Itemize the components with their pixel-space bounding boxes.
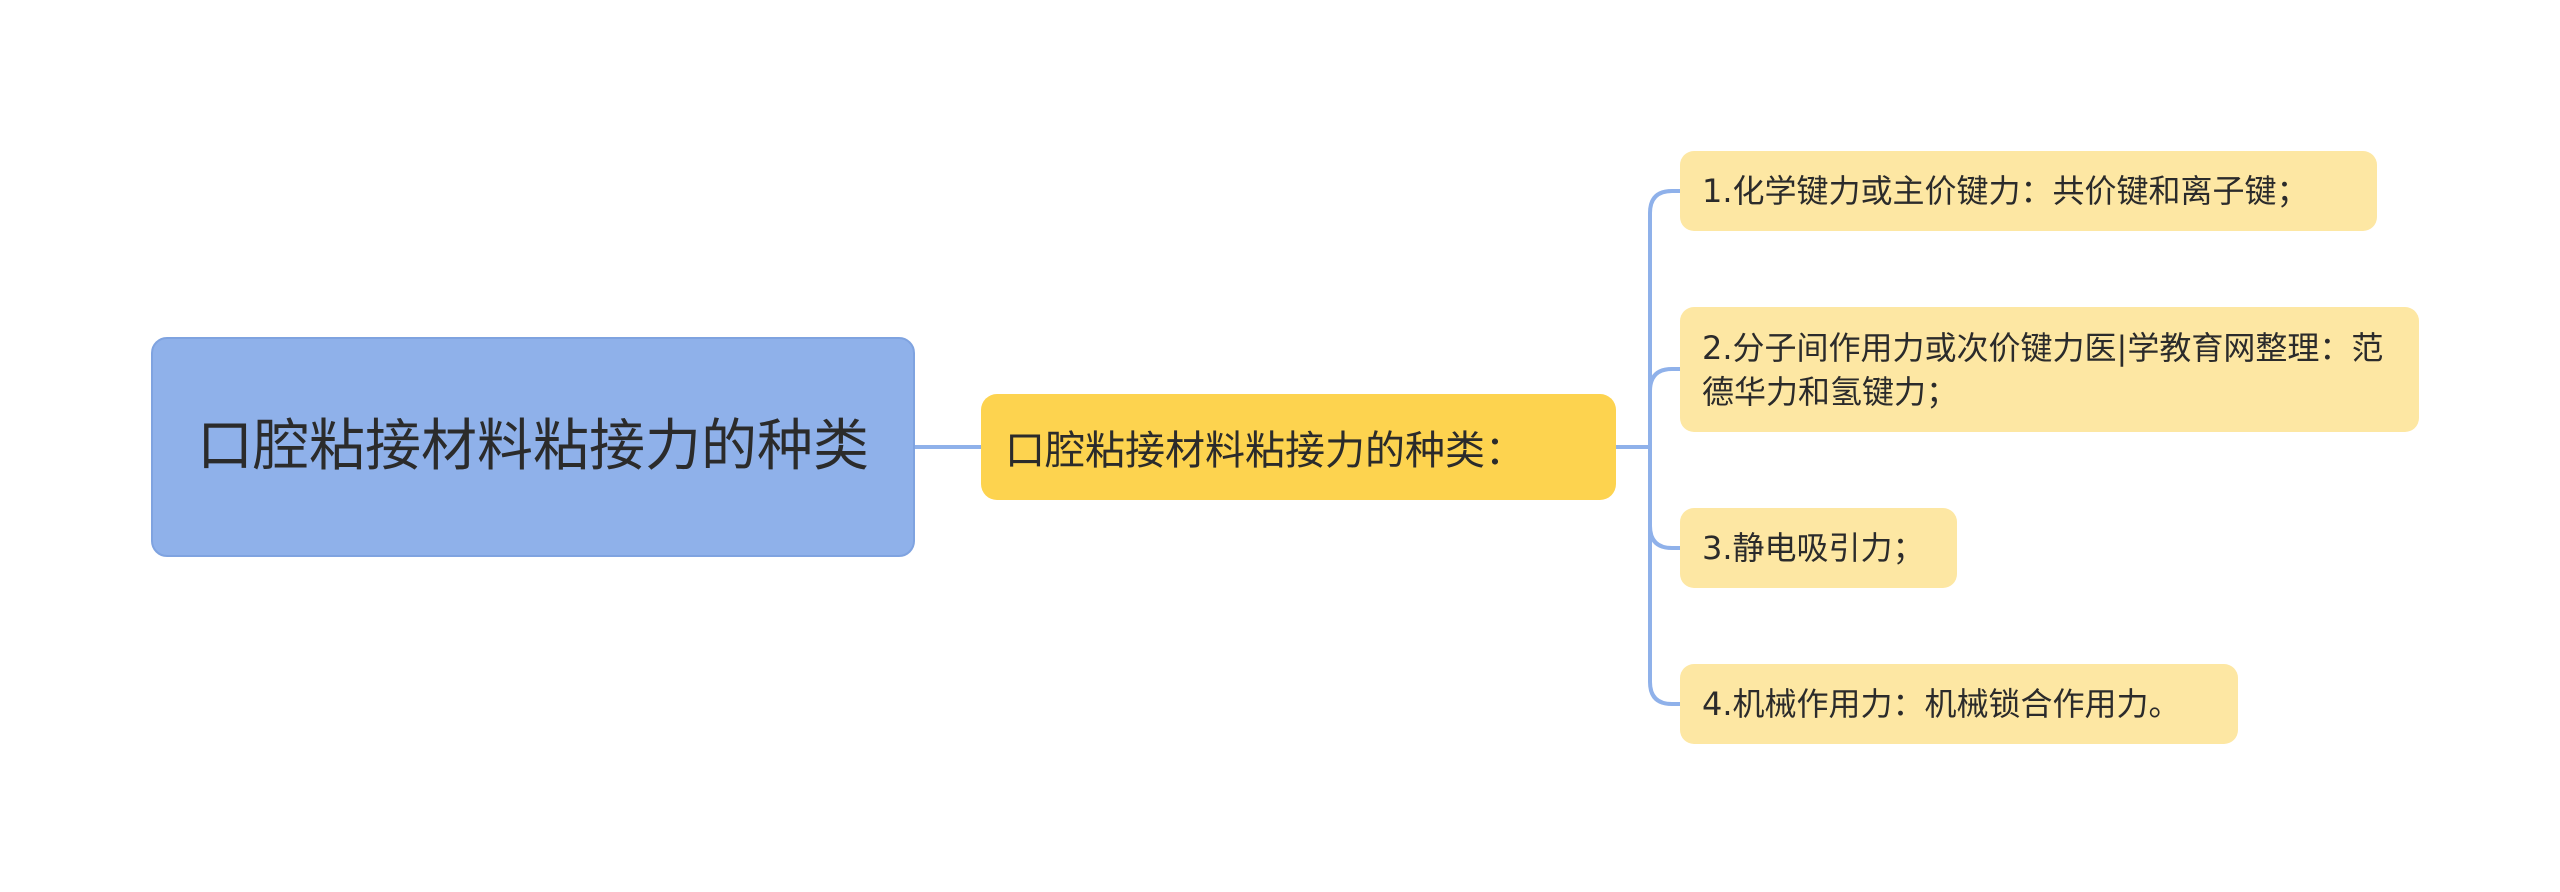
branch-topic-label: 口腔粘接材料粘接力的种类： (1005, 428, 1525, 474)
leaf-topic-label-2: 2.分子间作用力或次价键力医|学教育网整理：范德华力和氢键力； (1702, 328, 2384, 411)
root-topic-label: 口腔粘接材料粘接力的种类 (197, 414, 869, 479)
leaf-topic-node-2[interactable]: 2.分子间作用力或次价键力医|学教育网整理：范德华力和氢键力； (1680, 307, 2419, 432)
connector-to-leaf-2 (1648, 367, 1680, 447)
leaf-topic-label-4: 4.机械作用力：机械锁合作用力。 (1702, 685, 2181, 723)
leaf-topic-node-1[interactable]: 1.化学键力或主价键力：共价键和离子键； (1680, 151, 2377, 231)
branch-topic-node[interactable]: 口腔粘接材料粘接力的种类： (981, 394, 1616, 500)
connector-to-leaf-4 (1648, 447, 1680, 706)
connector-to-leaf-1 (1648, 189, 1680, 447)
connector-to-leaf-3 (1648, 447, 1680, 550)
leaf-topic-node-3[interactable]: 3.静电吸引力； (1680, 508, 1957, 588)
leaf-topic-label-1: 1.化学键力或主价键力：共价键和离子键； (1702, 172, 2309, 210)
leaf-topic-node-4[interactable]: 4.机械作用力：机械锁合作用力。 (1680, 664, 2238, 744)
root-topic-node[interactable]: 口腔粘接材料粘接力的种类 (151, 337, 915, 557)
leaf-topic-label-3: 3.静电吸引力； (1702, 529, 1925, 567)
